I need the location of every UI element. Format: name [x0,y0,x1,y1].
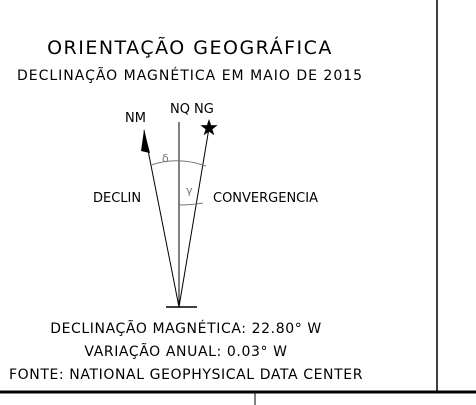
geographic-north-line [178,127,210,308]
geographic-north-label: NG [194,102,214,117]
data-source: FONTE: NATIONAL GEOPHYSICAL DATA CENTER [9,367,363,383]
grid-north-label: NQ [170,102,190,117]
declination-value: DECLINAÇÃO MAGNÉTICA: 22.80° W [50,320,322,337]
magnetic-north-label: NM [125,111,146,126]
declination-side-label: DECLIN [93,191,141,206]
star-icon [200,119,218,136]
annual-variation: VARIAÇÃO ANUAL: 0.03° W [84,343,287,360]
title: ORIENTAÇÃO GEOGRÁFICA [47,36,333,59]
convergence-side-label: CONVERGENCIA [213,191,318,206]
magnetic-arrow-icon [141,130,150,153]
declination-symbol: δ [162,152,169,165]
convergence-symbol: γ [186,184,193,197]
magnetic-north-line [143,129,180,308]
subtitle: DECLINAÇÃO MAGNÉTICA EM MAIO DE 2015 [17,67,363,84]
declination-arc [150,160,207,167]
convergence-arc [178,202,204,206]
